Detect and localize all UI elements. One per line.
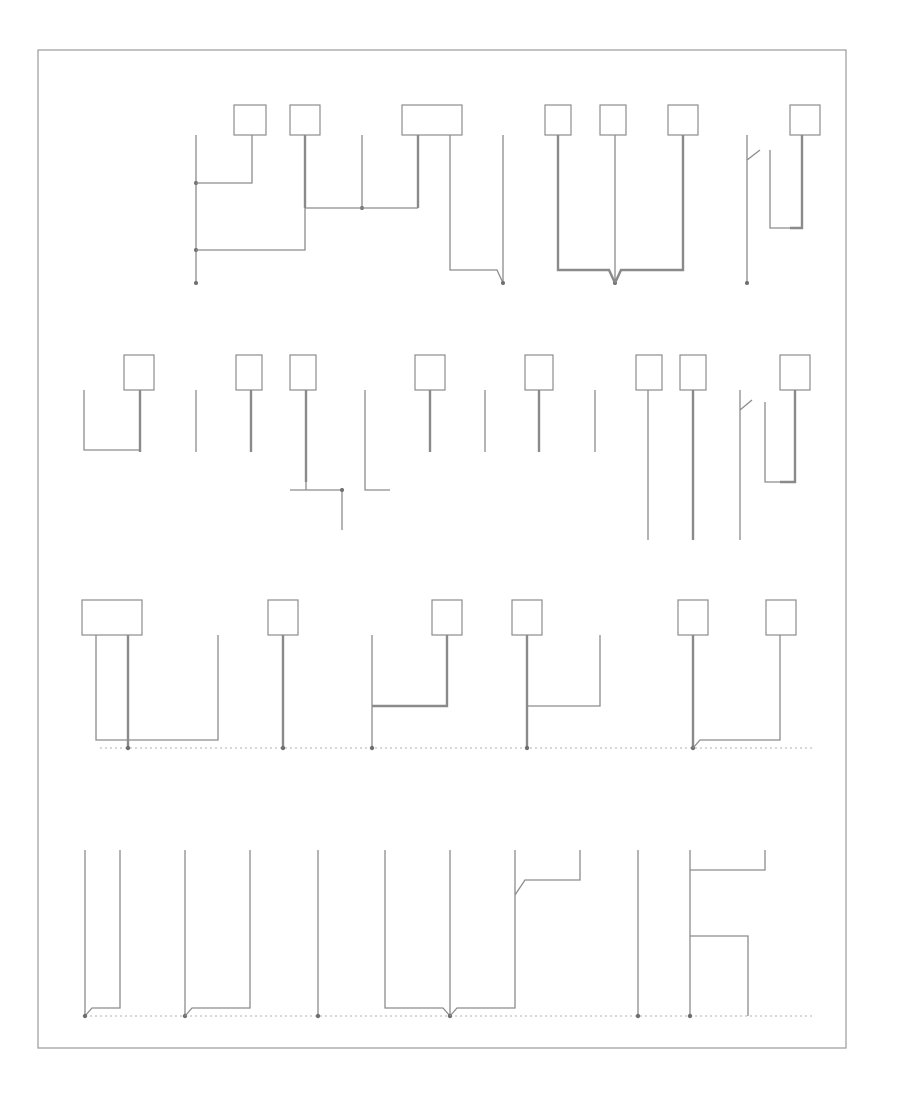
row-3	[81, 599, 815, 751]
component-box	[81, 599, 143, 636]
wire	[290, 482, 343, 530]
wire	[184, 850, 251, 1017]
ground-dot	[125, 745, 131, 751]
component-box	[635, 354, 663, 391]
component-box	[599, 104, 627, 136]
splice-dot	[340, 488, 344, 492]
wire	[739, 390, 753, 540]
wire	[556, 135, 617, 284]
row-4	[82, 850, 815, 1019]
wire	[83, 390, 140, 451]
wire	[84, 850, 121, 1017]
ground-dot	[524, 745, 530, 751]
component-box	[267, 599, 299, 636]
component-box	[679, 354, 707, 391]
wire	[769, 150, 790, 229]
ground-dot	[745, 281, 749, 285]
wire	[196, 135, 253, 184]
component-box	[123, 354, 155, 391]
wire	[384, 850, 451, 1017]
wire	[690, 935, 749, 1016]
component-box	[401, 104, 463, 136]
wire	[128, 635, 219, 741]
diagram-frame	[37, 49, 847, 1049]
component-box	[289, 354, 317, 391]
component-box	[677, 599, 709, 636]
ground-dot	[635, 1013, 641, 1019]
wire	[690, 850, 766, 871]
wire	[790, 135, 804, 230]
wire	[95, 635, 128, 741]
component-box	[544, 104, 572, 136]
component-box	[765, 599, 797, 636]
wire	[196, 208, 306, 251]
component-box	[789, 104, 821, 136]
component-box	[233, 104, 267, 136]
component-box	[511, 599, 543, 636]
row-2	[83, 354, 811, 540]
wire	[527, 635, 601, 707]
ground-dot	[82, 1013, 88, 1019]
wire	[764, 402, 780, 483]
component-box	[667, 104, 699, 136]
wire	[746, 135, 761, 283]
wire	[613, 135, 685, 284]
component-box	[289, 104, 321, 136]
wire	[692, 635, 781, 749]
wire	[449, 850, 516, 1017]
wire	[449, 135, 504, 284]
ground-dot	[315, 1013, 321, 1019]
ground-dot	[194, 281, 198, 285]
wire	[364, 390, 390, 491]
wire	[780, 390, 797, 484]
ground-dot	[369, 745, 375, 751]
wire	[514, 850, 581, 896]
ground-dot	[501, 281, 505, 285]
component-box	[414, 354, 446, 391]
component-box	[431, 599, 463, 636]
component-box	[524, 354, 554, 391]
wire	[372, 635, 449, 708]
ground-dot	[687, 1013, 693, 1019]
component-box	[779, 354, 811, 391]
row-1	[194, 104, 821, 285]
component-box	[235, 354, 263, 391]
ground-dot	[280, 745, 286, 751]
